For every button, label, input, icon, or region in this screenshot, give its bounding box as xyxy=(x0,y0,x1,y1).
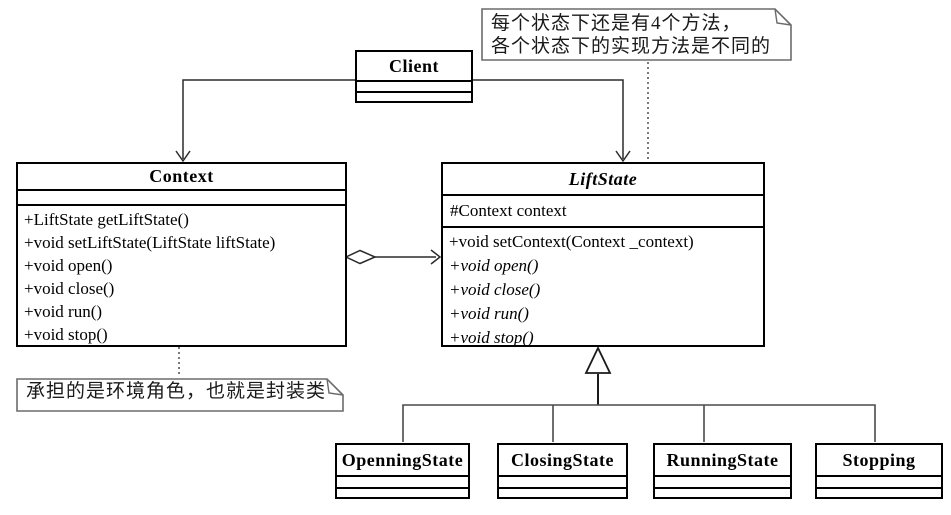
note-bottom: 承担的是环境角色，也就是封装类 xyxy=(16,378,345,413)
class-openningstate: OpenningState xyxy=(335,443,470,499)
client-context-arrowhead xyxy=(175,150,191,163)
inheritance-bus xyxy=(402,404,876,442)
class-runningstate-methods-empty xyxy=(655,487,790,497)
class-stopping-attributes-empty xyxy=(817,475,941,487)
class-client: Client xyxy=(355,50,473,103)
class-closingstate-title: ClosingState xyxy=(510,449,614,470)
method-close-abstract: +void close() xyxy=(449,280,541,299)
class-client-methods-empty xyxy=(357,90,471,102)
note-top-shape xyxy=(481,8,792,61)
class-closingstate: ClosingState xyxy=(497,443,628,499)
class-stopping: Stopping xyxy=(815,443,943,499)
class-closingstate-attributes-empty xyxy=(499,475,626,487)
class-stopping-title: Stopping xyxy=(842,449,916,470)
note-top: 每个状态下还是有4个方法， 各个状态下的实现方法是不同的 xyxy=(481,8,793,62)
class-stopping-methods-empty xyxy=(817,487,941,497)
note-bottom-outline xyxy=(16,378,344,412)
note-bottom-shape xyxy=(16,378,344,412)
method-close: +void close() xyxy=(24,279,115,298)
class-liftstate: LiftState #Context context +void setCont… xyxy=(441,162,765,347)
class-openningstate-title: OpenningState xyxy=(341,449,464,470)
class-runningstate-attributes-empty xyxy=(655,475,790,487)
method-stop-abstract: +void stop() xyxy=(449,328,534,347)
method-open-abstract: +void open() xyxy=(449,256,539,275)
class-openningstate-attributes-empty xyxy=(337,475,468,487)
note-bottom-fold-icon xyxy=(326,378,344,396)
method-run: +void run() xyxy=(24,302,103,321)
method-open: +void open() xyxy=(24,256,113,275)
class-runningstate-title: RunningState xyxy=(666,449,779,470)
client-liftstate-line xyxy=(473,79,624,159)
method-set-lift-state: +void setLiftState(LiftState liftState) xyxy=(24,233,276,252)
note-bottom-text: 承担的是环境角色，也就是封装类 xyxy=(26,381,327,402)
client-liftstate-arrowhead xyxy=(615,150,631,163)
method-set-context: +void setContext(Context _context) xyxy=(449,232,694,251)
class-liftstate-attribute: #Context context xyxy=(443,194,763,226)
aggregation-arrowhead xyxy=(430,249,442,265)
note-top-line2: 各个状态下的实现方法是不同的 xyxy=(491,36,772,57)
class-context-methods: +LiftState getLiftState() +void setLiftS… xyxy=(18,204,345,346)
class-runningstate: RunningState xyxy=(653,443,792,499)
note-top-fold-icon xyxy=(774,8,792,26)
method-run-abstract: +void run() xyxy=(449,304,529,323)
note-top-text: 每个状态下还是有4个方法， 各个状态下的实现方法是不同的 xyxy=(481,8,793,58)
class-client-attributes-empty xyxy=(357,80,471,91)
note-top-line1: 每个状态下还是有4个方法， xyxy=(491,13,742,34)
class-closingstate-methods-empty xyxy=(499,487,626,497)
method-stop: +void stop() xyxy=(24,325,108,344)
class-liftstate-title: LiftState xyxy=(568,168,638,189)
class-context: Context +LiftState getLiftState() +void … xyxy=(16,162,347,347)
class-openningstate-methods-empty xyxy=(337,487,468,497)
class-client-title: Client xyxy=(389,55,439,76)
aggregation-diamond xyxy=(344,249,377,265)
class-context-title: Context xyxy=(149,166,214,186)
note-top-outline xyxy=(481,8,792,61)
class-liftstate-methods: +void setContext(Context _context) +void… xyxy=(443,226,763,350)
class-context-attributes-empty xyxy=(18,189,345,204)
client-context-line xyxy=(182,79,355,159)
method-get-lift-state: +LiftState getLiftState() xyxy=(24,210,189,229)
inheritance-triangle xyxy=(584,345,612,374)
